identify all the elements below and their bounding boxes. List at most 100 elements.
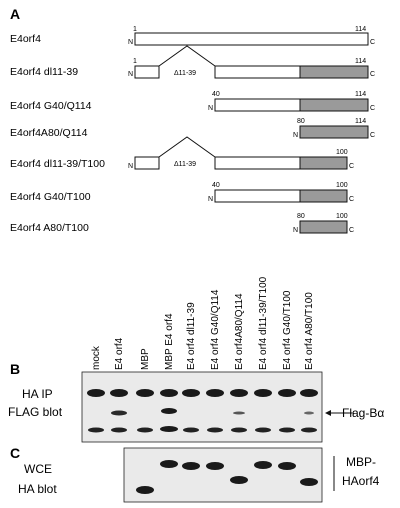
construct-box-5c xyxy=(299,156,348,170)
construct-start-num-6: 40 xyxy=(212,182,220,189)
construct-end-num-1: 114 xyxy=(355,26,366,33)
blot-c-side-1: MBP- xyxy=(346,455,376,469)
blot-b-band xyxy=(233,411,245,415)
blot-b-band xyxy=(300,389,318,397)
lane-labels: mock E4 orf4 MBP MBP E4 orf4 E4 orf4 dl1… xyxy=(91,276,315,370)
blot-c-label-1: WCE xyxy=(24,462,52,476)
lane-label-7: E4 orf4A80/Q114 xyxy=(234,293,245,370)
construct-c-2: C xyxy=(370,71,375,78)
construct-end-num-3: 114 xyxy=(355,91,366,98)
blot-c-band xyxy=(300,478,318,486)
deletion-caret-2 xyxy=(158,45,216,67)
blot-b-band xyxy=(255,427,271,433)
construct-label-2: E4orf4 dl11-39 xyxy=(10,66,78,78)
blot-b-band xyxy=(182,389,200,397)
construct-label-5: E4orf4 dl11-39/T100 xyxy=(10,158,105,170)
construct-row-6: E4orf4 G40/T100 40 100 N C xyxy=(10,182,354,203)
lane-label-4: MBP E4 orf4 xyxy=(164,313,175,370)
construct-box-3a xyxy=(214,98,301,112)
construct-end-num-2: 114 xyxy=(355,58,366,65)
construct-n-2: N xyxy=(128,71,133,78)
blot-b-label-2: FLAG blot xyxy=(8,405,63,419)
blot-c-frame xyxy=(123,447,323,503)
blot-b-band xyxy=(160,389,178,397)
blot-c xyxy=(123,447,323,503)
lane-label-5: E4 orf4 dl11-39 xyxy=(186,302,197,370)
lane-label-8: E4 orf4 dl11-39/T100 xyxy=(258,276,269,370)
lane-label-9: E4 orf4 G40/T100 xyxy=(282,290,293,370)
construct-c-4: C xyxy=(370,132,375,139)
deletion-caret-5 xyxy=(158,136,216,158)
construct-box-5b xyxy=(214,156,301,170)
blot-c-side-2: HAorf4 xyxy=(342,474,380,488)
construct-c-5: C xyxy=(349,163,354,170)
construct-box-2a xyxy=(134,65,160,79)
blot-b-band xyxy=(206,389,224,397)
construct-n-5: N xyxy=(128,163,133,170)
blot-b-band xyxy=(254,389,272,397)
blot-b-band xyxy=(88,427,104,433)
blot-b-band xyxy=(136,389,154,397)
flag-balpha-arrowhead xyxy=(325,410,331,416)
blot-c-band xyxy=(136,486,154,494)
blot-c-band xyxy=(206,462,224,470)
blot-b-band xyxy=(161,408,177,414)
lane-label-10: E4 orf4 A80/T100 xyxy=(304,292,315,370)
lane-label-2: E4 orf4 xyxy=(114,337,125,370)
lane-label-1: mock xyxy=(91,345,102,370)
blot-b-band xyxy=(207,427,223,433)
construct-n-1: N xyxy=(128,39,133,46)
blot-b-band xyxy=(279,427,295,433)
construct-row-2: E4orf4 dl11-39 1 114 N Δ11-39 C xyxy=(10,45,375,79)
construct-label-3: E4orf4 G40/Q114 xyxy=(10,100,92,112)
construct-start-num-3: 40 xyxy=(212,91,220,98)
construct-start-num-1: 1 xyxy=(133,26,137,33)
blot-b-band xyxy=(304,411,314,415)
blot-b-band xyxy=(137,427,153,433)
construct-box-3b xyxy=(299,98,369,112)
flag-balpha-label: Flag-Bα xyxy=(342,406,384,420)
blot-b-band xyxy=(231,427,247,433)
construct-label-6: E4orf4 G40/T100 xyxy=(10,191,91,203)
construct-n-6: N xyxy=(208,196,213,203)
lane-label-3: MBP xyxy=(140,348,151,370)
construct-row-4: E4orf4A80/Q114 80 114 N C xyxy=(10,118,375,139)
blot-b-band xyxy=(110,389,128,397)
blot-b-label-1: HA IP xyxy=(22,387,53,401)
blot-b xyxy=(81,371,323,443)
blot-b-band xyxy=(87,389,105,397)
blot-b-band xyxy=(230,389,248,397)
construct-c-7: C xyxy=(349,227,354,234)
construct-c-1: C xyxy=(370,39,375,46)
construct-start-num-2: 1 xyxy=(133,58,137,65)
construct-n-7: N xyxy=(293,227,298,234)
lane-label-6: E4 orf4 G40/Q114 xyxy=(210,289,221,370)
panel-a-letter: A xyxy=(10,6,20,22)
construct-box-6b xyxy=(299,189,348,203)
construct-n-3: N xyxy=(208,105,213,112)
construct-c-3: C xyxy=(370,105,375,112)
construct-box-7 xyxy=(299,220,348,234)
construct-box-2b xyxy=(214,65,301,79)
blot-c-label-2: HA blot xyxy=(18,482,57,496)
construct-row-3: E4orf4 G40/Q114 40 114 N C xyxy=(10,91,375,112)
construct-box-4 xyxy=(299,125,369,139)
construct-n-4: N xyxy=(293,132,298,139)
blot-c-band xyxy=(160,460,178,468)
construct-end-num-7: 100 xyxy=(336,213,348,220)
blot-c-band xyxy=(254,461,272,469)
construct-start-num-4: 80 xyxy=(297,118,305,125)
panel-b-letter: B xyxy=(10,361,20,377)
construct-box-5a xyxy=(134,156,160,170)
deletion-label-2: Δ11-39 xyxy=(174,70,196,77)
blot-b-band xyxy=(160,426,178,432)
construct-row-5: E4orf4 dl11-39/T100 100 N Δ11-39 C xyxy=(10,136,354,170)
blot-b-band xyxy=(183,427,199,433)
construct-row-7: E4orf4 A80/T100 80 100 N C xyxy=(10,213,354,234)
blot-c-band xyxy=(278,462,296,470)
construct-label-7: E4orf4 A80/T100 xyxy=(10,222,89,234)
construct-end-num-6: 100 xyxy=(336,182,348,189)
construct-end-num-5: 100 xyxy=(336,149,348,156)
blot-c-band xyxy=(182,462,200,470)
